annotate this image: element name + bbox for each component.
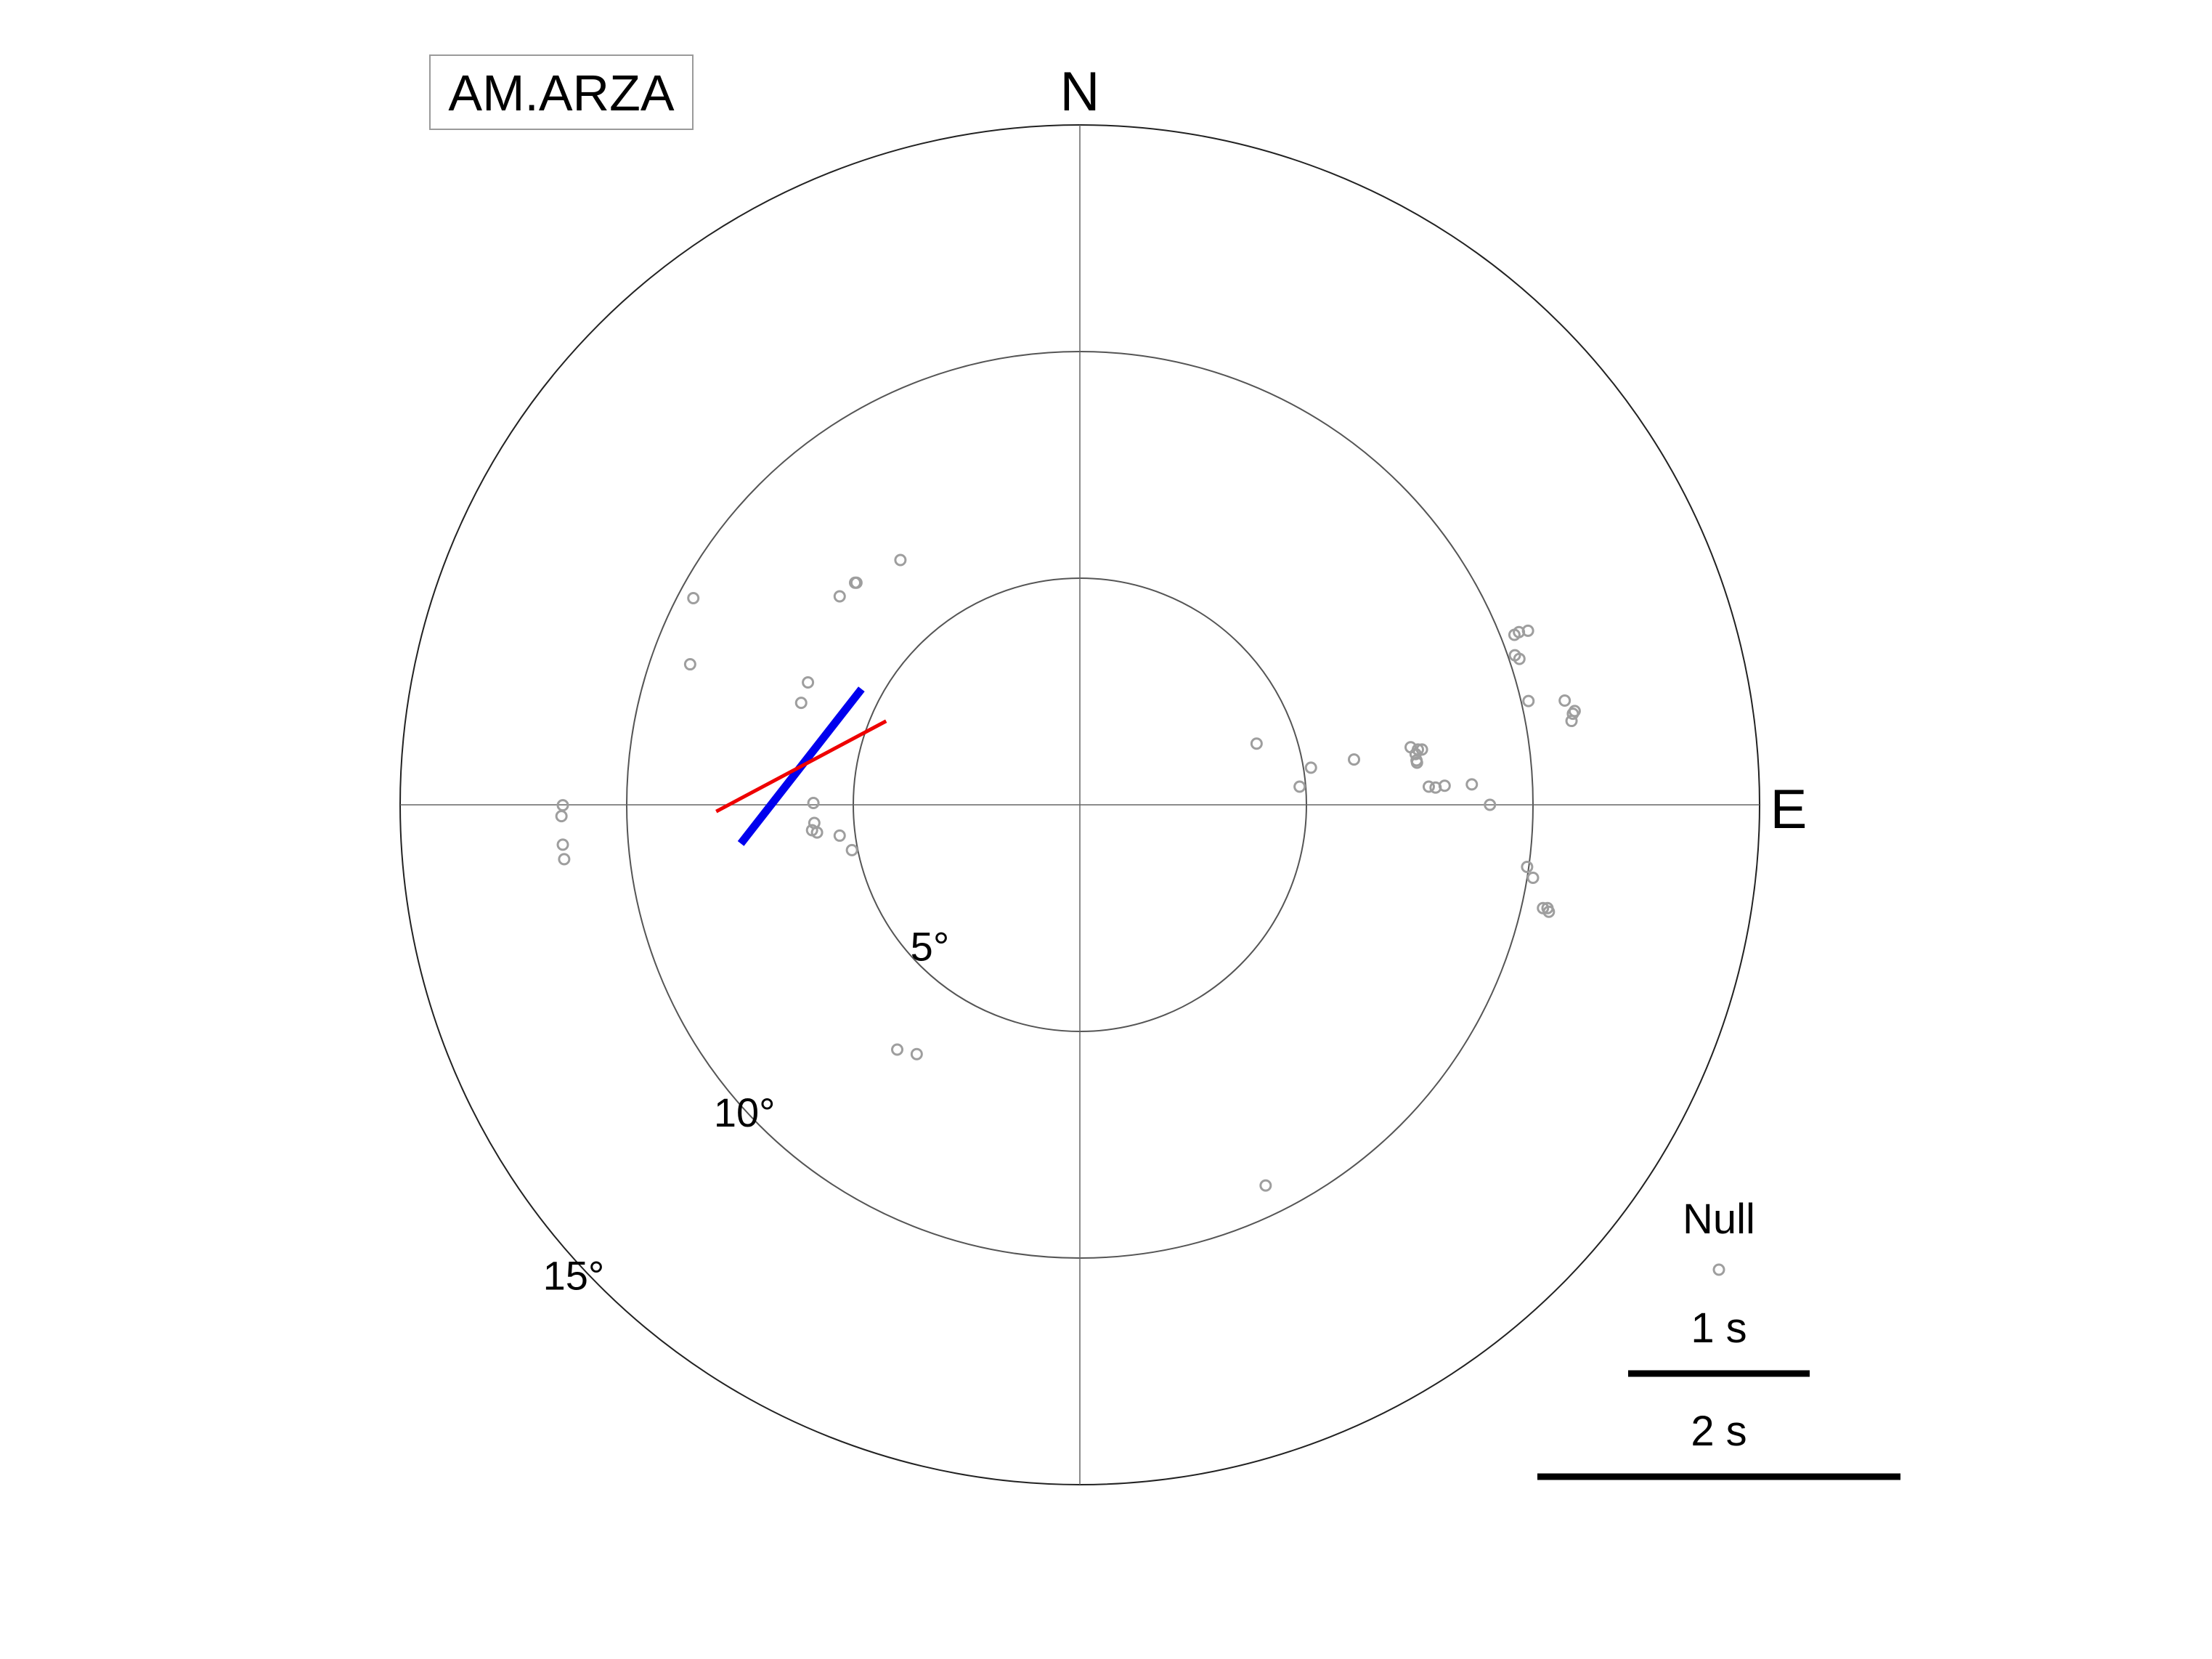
polar-grid (399, 124, 1760, 1485)
east-label: E (1770, 779, 1808, 840)
null-point (1410, 756, 1423, 769)
null-point (910, 1047, 923, 1060)
legend-scale-label-2s: 2 s (1691, 1408, 1747, 1455)
station-label-box: AM.ARZA (429, 54, 694, 130)
null-point (807, 797, 820, 810)
null-point (1522, 694, 1535, 707)
null-point (1438, 779, 1451, 792)
null-point (1348, 753, 1361, 766)
legend-scale-label-1s: 1 s (1691, 1305, 1747, 1352)
direction-labels: N E (1060, 61, 1808, 840)
null-point (683, 658, 696, 671)
radial-tick-label-10: 10° (714, 1090, 776, 1135)
legend-null-label: Null (1683, 1196, 1755, 1243)
radial-tick-label-15: 15° (543, 1253, 605, 1299)
null-point (802, 676, 815, 689)
null-point (894, 553, 907, 567)
null-point (1409, 747, 1422, 760)
null-point (1542, 905, 1556, 918)
null-point (1422, 780, 1435, 793)
null-point (1484, 798, 1497, 811)
null-point (845, 843, 858, 856)
null-point (1465, 778, 1479, 791)
null-point (1566, 707, 1579, 721)
null-point (1304, 761, 1317, 774)
null-point (687, 591, 700, 604)
null-point (558, 853, 571, 866)
null-point (1526, 871, 1540, 884)
null-point (833, 590, 846, 603)
null-point (1293, 780, 1306, 793)
null-point (555, 810, 568, 823)
radial-tick-labels: 5° 10° 15° (543, 924, 950, 1299)
station-box-frame (429, 54, 694, 130)
null-point (810, 826, 824, 839)
legend-null-marker (1712, 1263, 1725, 1276)
radial-tick-label-5: 5° (911, 924, 950, 970)
splitting-bars (715, 686, 887, 846)
null-points (555, 553, 1581, 1192)
null-point (794, 697, 808, 710)
null-point (1250, 737, 1263, 750)
null-point (1521, 860, 1534, 873)
null-point (1521, 624, 1534, 637)
null-point (1513, 652, 1526, 665)
legend: Null 1 s 2 s (1537, 1196, 1900, 1480)
chart-title: AM.ARZA (448, 65, 674, 121)
null-point (891, 1043, 904, 1056)
north-label: N (1060, 61, 1100, 123)
null-point (1259, 1179, 1272, 1192)
null-point (1558, 694, 1571, 707)
null-point (556, 838, 569, 851)
null-point (848, 576, 861, 589)
null-point (1565, 715, 1578, 728)
null-point (833, 829, 846, 842)
splitting-bar-red (715, 719, 887, 814)
